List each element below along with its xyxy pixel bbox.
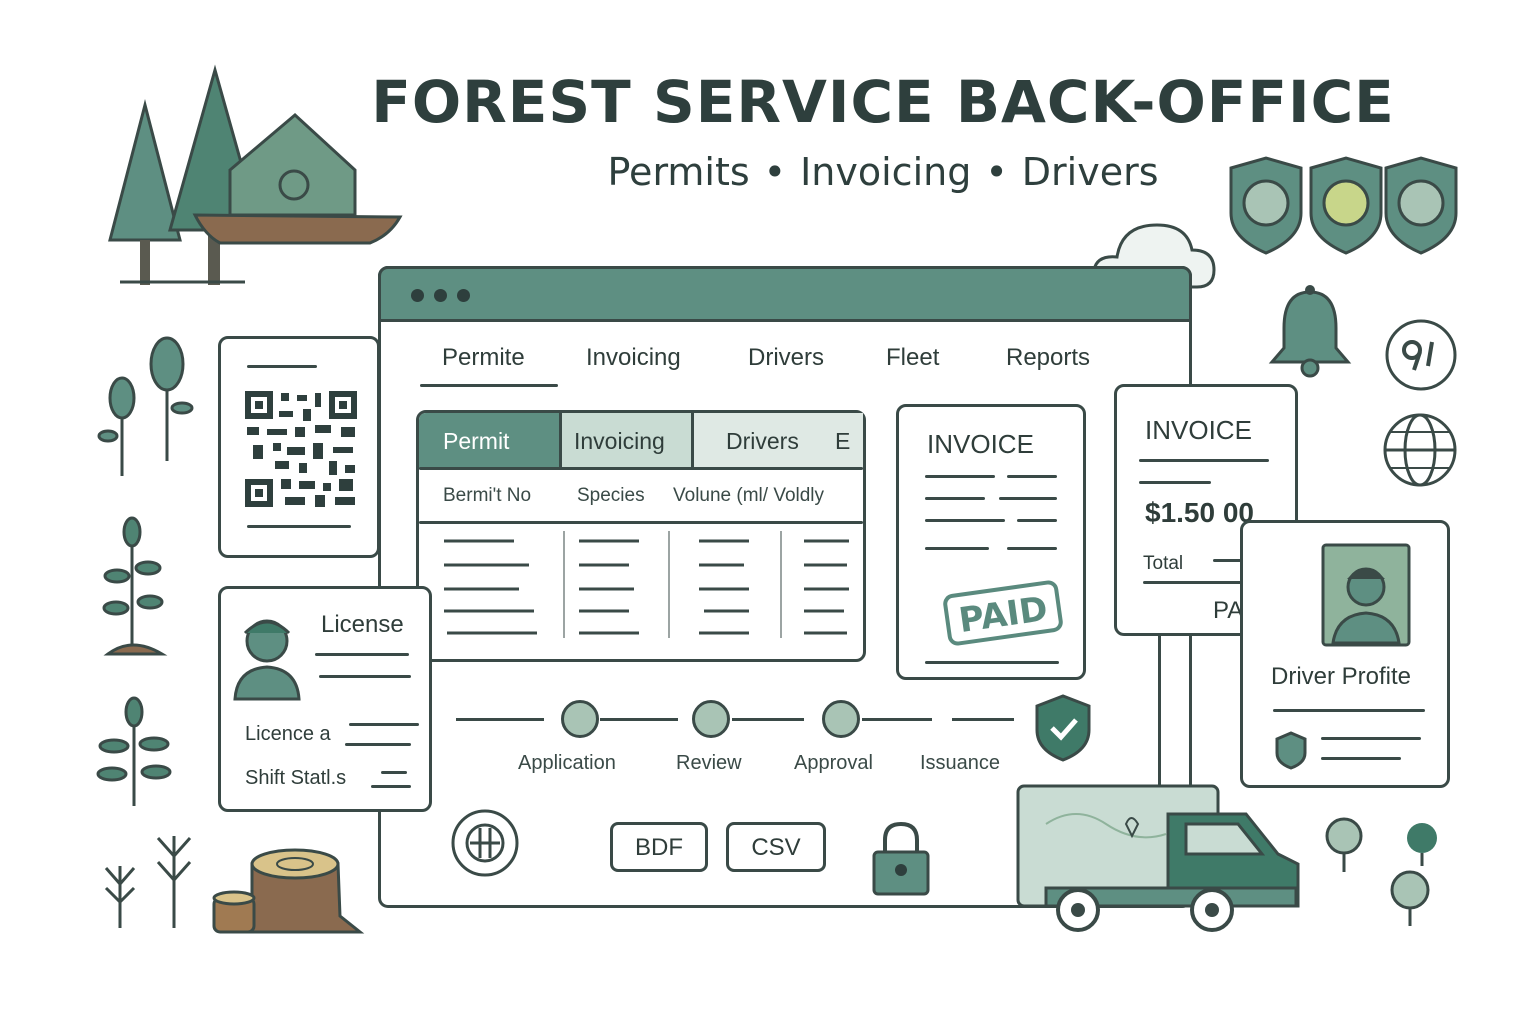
- invoice-total-label: Total: [1143, 553, 1184, 574]
- step-label-review: Review: [676, 752, 742, 774]
- ranger-hat-icon: [192, 113, 403, 245]
- invoice-summary-title: INVOICE: [1145, 415, 1252, 445]
- table-body-lines: [444, 531, 849, 638]
- step-application-icon: [561, 700, 599, 738]
- export-pdf-button[interactable]: BDF: [610, 822, 708, 872]
- truck-icon: [1016, 784, 1300, 932]
- page-subtitle: Permits • Invoicing • Drivers: [0, 150, 1536, 194]
- workflow-arrow: [456, 718, 544, 721]
- workflow-arrow: [862, 718, 932, 721]
- nav-tab-invoicing[interactable]: Invoicing: [586, 344, 681, 371]
- table-tab-drivers[interactable]: Drivers: [691, 413, 863, 469]
- column-header-species: Species: [577, 485, 645, 506]
- subtitle-drivers: Drivers: [1021, 150, 1159, 194]
- window-dot: [457, 289, 470, 302]
- shield-icon: [1275, 731, 1307, 770]
- support-icon[interactable]: [1384, 318, 1458, 392]
- step-label-approval: Approval: [794, 752, 873, 774]
- driver-photo: [1321, 543, 1411, 647]
- subtitle-permits: Permits: [607, 150, 750, 194]
- driver-profile-card[interactable]: Driver Profite: [1240, 520, 1450, 788]
- hashtag-icon[interactable]: [450, 808, 520, 878]
- page-title: FOREST SERVICE BACK-OFFICE: [371, 68, 1395, 136]
- window-dot: [434, 289, 447, 302]
- connector-line: [1158, 636, 1161, 786]
- pin-icon: [1325, 817, 1437, 926]
- license-field-number: Licence a: [245, 723, 331, 745]
- column-header-permit-no: Bermi't No: [443, 485, 532, 506]
- window-title-bar: [378, 266, 1192, 322]
- nav-tab-permits[interactable]: Permite: [442, 344, 525, 371]
- checkmark-shield-icon: [1035, 694, 1091, 762]
- invoice-amount: $1.50 00: [1145, 497, 1254, 528]
- step-approval-icon: [822, 700, 860, 738]
- subtitle-separator: •: [763, 150, 787, 194]
- nav-tab-drivers[interactable]: Drivers: [748, 344, 824, 371]
- qr-card: [218, 336, 380, 558]
- active-tab-underline: [420, 384, 558, 387]
- driver-profile-title: Driver Profite: [1271, 663, 1412, 690]
- workflow-arrow: [600, 718, 678, 721]
- table-divider: [419, 521, 863, 524]
- nav-tab-fleet[interactable]: Fleet: [886, 344, 940, 371]
- invoice-title: INVOICE: [927, 429, 1034, 459]
- window-dot: [411, 289, 424, 302]
- globe-icon[interactable]: [1382, 412, 1458, 488]
- shield-badge-icon: [1229, 156, 1458, 255]
- workflow-arrow: [952, 718, 1014, 721]
- subtitle-separator: •: [985, 150, 1008, 194]
- sapling-icon: [96, 336, 194, 928]
- license-card[interactable]: License Licence a Shift Statl.s: [218, 586, 432, 812]
- license-title: License: [321, 611, 404, 638]
- permit-table: Permit Invoicing Drivers E Bermi't No Sp…: [416, 410, 866, 662]
- bell-icon[interactable]: [1266, 282, 1354, 378]
- workflow-arrow: [732, 718, 804, 721]
- subtitle-invoicing: Invoicing: [800, 150, 972, 194]
- step-label-application: Application: [518, 752, 616, 774]
- table-tab-permit[interactable]: Permit: [419, 413, 559, 469]
- invoice-card[interactable]: INVOICE PAID: [896, 404, 1086, 680]
- qr-code-icon: [245, 391, 357, 507]
- step-label-issuance: Issuance: [920, 752, 1001, 774]
- table-divider: [419, 467, 863, 470]
- nav-tab-reports[interactable]: Reports: [1006, 344, 1091, 371]
- column-header-volume: Volune (ml/ Voldly: [673, 485, 825, 506]
- table-tab-more[interactable]: E: [835, 428, 851, 454]
- table-tab-invoicing[interactable]: Invoicing: [559, 413, 691, 469]
- export-csv-button[interactable]: CSV: [726, 822, 826, 872]
- license-field-shift-status: Shift Statl.s: [245, 767, 347, 789]
- avatar: [233, 619, 301, 701]
- paid-stamp: PAID: [941, 579, 1065, 647]
- stump-icon: [212, 848, 365, 934]
- lock-icon: [872, 821, 930, 896]
- step-review-icon: [692, 700, 730, 738]
